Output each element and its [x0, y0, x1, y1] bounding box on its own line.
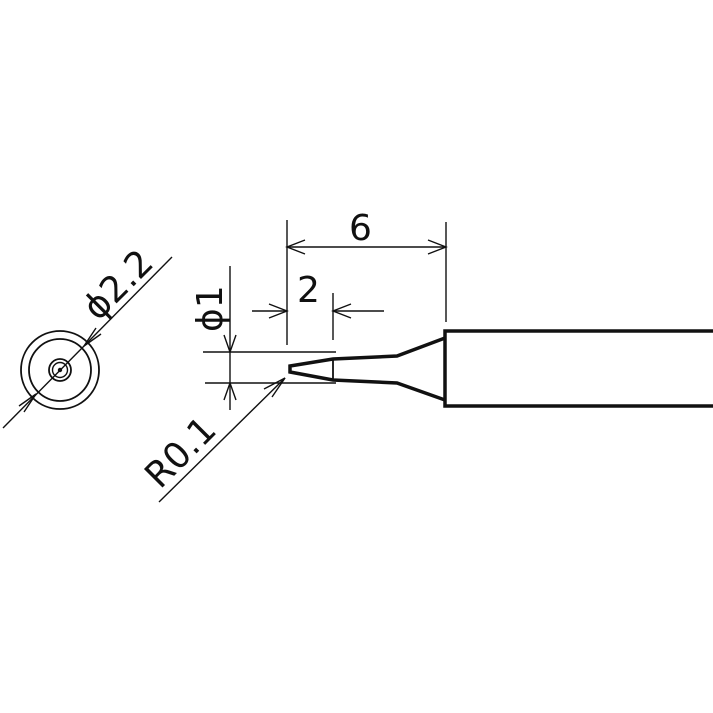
end-view-diameter-label: ϕ2.2: [75, 242, 161, 328]
dimension-6-label: 6: [349, 208, 372, 249]
tip-shank: [443, 329, 713, 408]
dimension-2-label: 2: [297, 270, 320, 311]
diameter-leader-line: [2, 256, 173, 429]
arrow-icon: [263, 377, 286, 398]
diameter-arrow-upper: [83, 327, 102, 347]
end-view-outer-circle: [20, 330, 100, 410]
dimension-phi1: ϕ1: [190, 266, 336, 410]
radius-leader-line: [158, 377, 286, 503]
end-view-tip-outer: [48, 358, 72, 382]
diameter-arrow-lower: [18, 393, 37, 413]
arrow-right-icon: [427, 239, 448, 255]
tip-taper: [288, 336, 446, 402]
end-view-inner-circle: [28, 338, 92, 402]
dimension-6: 6: [285, 208, 448, 345]
arrow-left-icon: [285, 239, 306, 255]
radius-label: R0.1: [137, 409, 224, 496]
arrow-left-icon: [331, 303, 352, 319]
end-view-tip-inner: [51, 361, 69, 379]
dimension-r01: R0.1: [137, 377, 286, 503]
side-view: [288, 329, 713, 408]
dimension-2: 2: [252, 270, 384, 340]
dimension-phi1-label: ϕ1: [190, 285, 231, 332]
arrow-right-icon: [268, 303, 289, 319]
arrow-up-icon: [223, 380, 237, 401]
arrow-down-icon: [223, 334, 237, 355]
end-view: ϕ2.2: [2, 242, 173, 429]
